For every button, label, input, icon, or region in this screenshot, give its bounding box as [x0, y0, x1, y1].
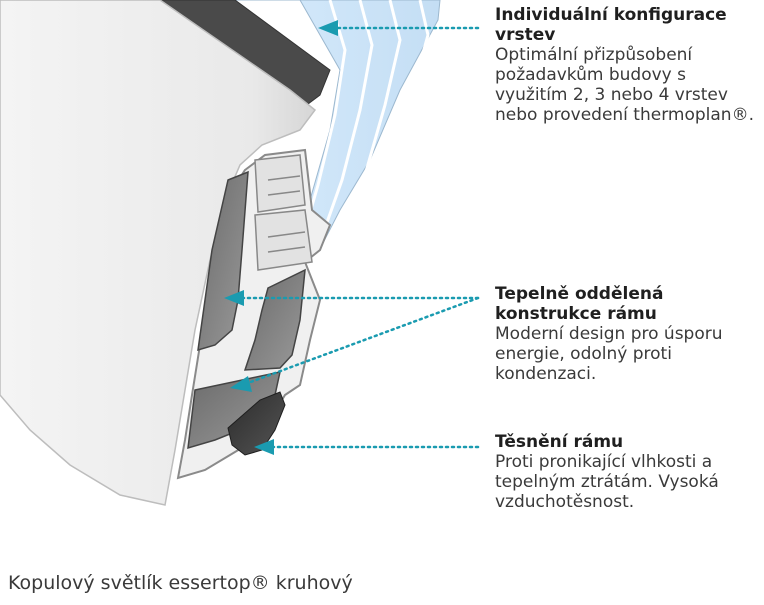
callout-frame-seal: Těsnění rámu Proti pronikající vlhkosti … [495, 432, 760, 512]
callout-description: Moderní design pro úsporu energie, odoln… [495, 324, 723, 384]
callout-layer-configuration: Individuální konfigurace vrstev Optimáln… [495, 5, 760, 125]
figure-caption: Kopulový světlík essertop® kruhový [8, 572, 353, 594]
frame-body [0, 0, 317, 506]
callout-title: Těsnění rámu [495, 432, 624, 452]
callout-arrowheads [224, 20, 338, 455]
callout-title: Tepelně oddělená konstrukce rámu [495, 284, 664, 324]
frame-cavity-middle [243, 268, 306, 371]
callout-frame-construction: Tepelně oddělená konstrukce rámu Moderní… [495, 284, 760, 384]
arrowhead-frame-upper [224, 290, 244, 306]
arrowhead-seal [254, 439, 274, 455]
callout-leaders [238, 26, 480, 449]
frame-seal [227, 391, 286, 456]
callout-description: Proti pronikající vlhkosti a tepelným zt… [495, 452, 719, 512]
glass-layers [190, 0, 441, 251]
arrowhead-frame-lower [230, 376, 252, 392]
skylight-cross-section-diagram [0, 0, 480, 506]
spacer-blocks [254, 154, 313, 271]
callout-description: Optimální přizpůsobení požadavkům budovy… [495, 45, 754, 125]
callout-title: Individuální konfigurace vrstev [495, 5, 727, 45]
frame-cavity-upper [197, 170, 249, 352]
arrowhead-layers [318, 20, 338, 36]
